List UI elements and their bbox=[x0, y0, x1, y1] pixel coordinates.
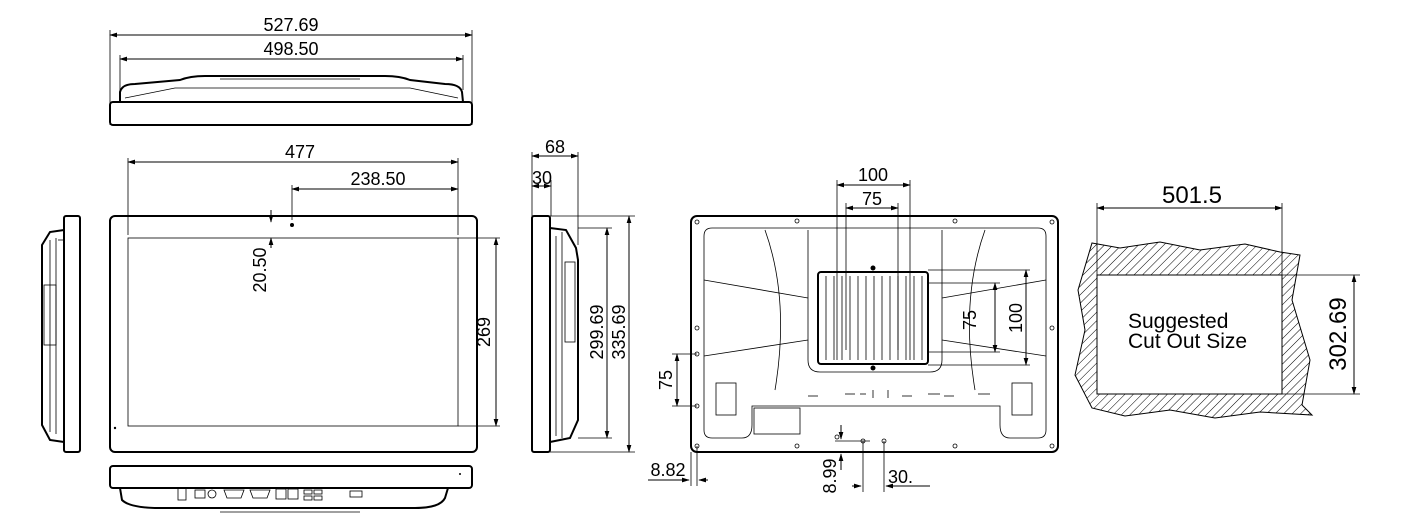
bottom-spacing-label: 30. bbox=[888, 467, 913, 487]
label-plate bbox=[753, 407, 801, 435]
camera-offset-x-label: 238.50 bbox=[350, 169, 405, 189]
vesa-large-v-label: 100 bbox=[1006, 303, 1026, 333]
top-bezel bbox=[109, 101, 473, 126]
top-housing-outline bbox=[119, 75, 464, 103]
heatsink-fins bbox=[825, 276, 923, 360]
cutout-height-label: 302.69 bbox=[1325, 297, 1352, 370]
screen-height-label: 269 bbox=[474, 317, 494, 347]
cutout-diagram: 501.5 Suggested Cut Out Size 302.69 bbox=[1074, 182, 1360, 419]
hdmi-port-icon bbox=[349, 490, 363, 498]
left-vent bbox=[715, 382, 737, 416]
front-view: 477 238.50 20.50 269 bbox=[41, 142, 500, 453]
height-overall-label: 335.69 bbox=[609, 304, 629, 359]
usb-port-1-icon bbox=[303, 489, 313, 495]
top-view: 527.69 498.50 bbox=[109, 15, 473, 126]
front-panel-outline bbox=[109, 215, 478, 453]
dc-jack-icon bbox=[207, 489, 217, 499]
vesa-large-label: 100 bbox=[858, 165, 888, 185]
left-profile-bezel bbox=[63, 215, 81, 453]
cutout-width-label: 501.5 bbox=[1162, 182, 1222, 209]
cutout-opening bbox=[1096, 274, 1283, 395]
lan-port-2-icon bbox=[287, 488, 299, 500]
vesa-small-label: 75 bbox=[862, 189, 882, 209]
rear-io-marks bbox=[808, 390, 990, 398]
com-port-1-icon bbox=[223, 489, 245, 499]
cutout-label-line2: Cut Out Size bbox=[1128, 330, 1247, 353]
vesa-small-v-label: 75 bbox=[960, 310, 980, 330]
rear-panel-outline bbox=[690, 215, 1059, 453]
height-inner-label: 299.69 bbox=[587, 304, 607, 359]
rear-view: 100 75 7 bbox=[648, 165, 1059, 494]
com-port-2-icon bbox=[249, 489, 271, 499]
rear-housing-outline bbox=[703, 227, 1047, 439]
overall-width-label: 527.69 bbox=[263, 15, 318, 35]
bottom-offset-label: 8.99 bbox=[820, 458, 840, 493]
left-profile-housing bbox=[41, 229, 65, 443]
bottom-bezel bbox=[109, 465, 473, 489]
camera-offset-y-label: 20.50 bbox=[250, 247, 270, 292]
side-profile-bezel bbox=[531, 215, 551, 453]
right-vent bbox=[1011, 382, 1033, 416]
vesa-screw-top bbox=[870, 265, 876, 271]
display-area bbox=[127, 237, 459, 427]
side-profile-housing bbox=[549, 227, 579, 443]
usb-port-2-icon bbox=[313, 489, 323, 495]
vesa-screw-bottom bbox=[870, 365, 876, 371]
edge-offset-label: 8.82 bbox=[650, 460, 685, 480]
bottom-housing-outline bbox=[119, 487, 449, 509]
depth-label: 68 bbox=[545, 137, 565, 157]
power-switch-icon bbox=[177, 487, 187, 501]
front-width-label: 477 bbox=[285, 142, 315, 162]
bottom-view bbox=[109, 465, 473, 513]
mount-spacing-label: 75 bbox=[656, 370, 676, 390]
bezel-depth-label: 30 bbox=[532, 168, 552, 188]
inner-width-label: 498.50 bbox=[263, 39, 318, 59]
camera-icon bbox=[290, 223, 294, 227]
cutout-label-line1: Suggested bbox=[1128, 310, 1228, 333]
heatsink bbox=[817, 271, 929, 365]
lan-port-1-icon bbox=[275, 488, 287, 500]
side-view: 68 30 299.69 335.69 bbox=[531, 137, 635, 453]
